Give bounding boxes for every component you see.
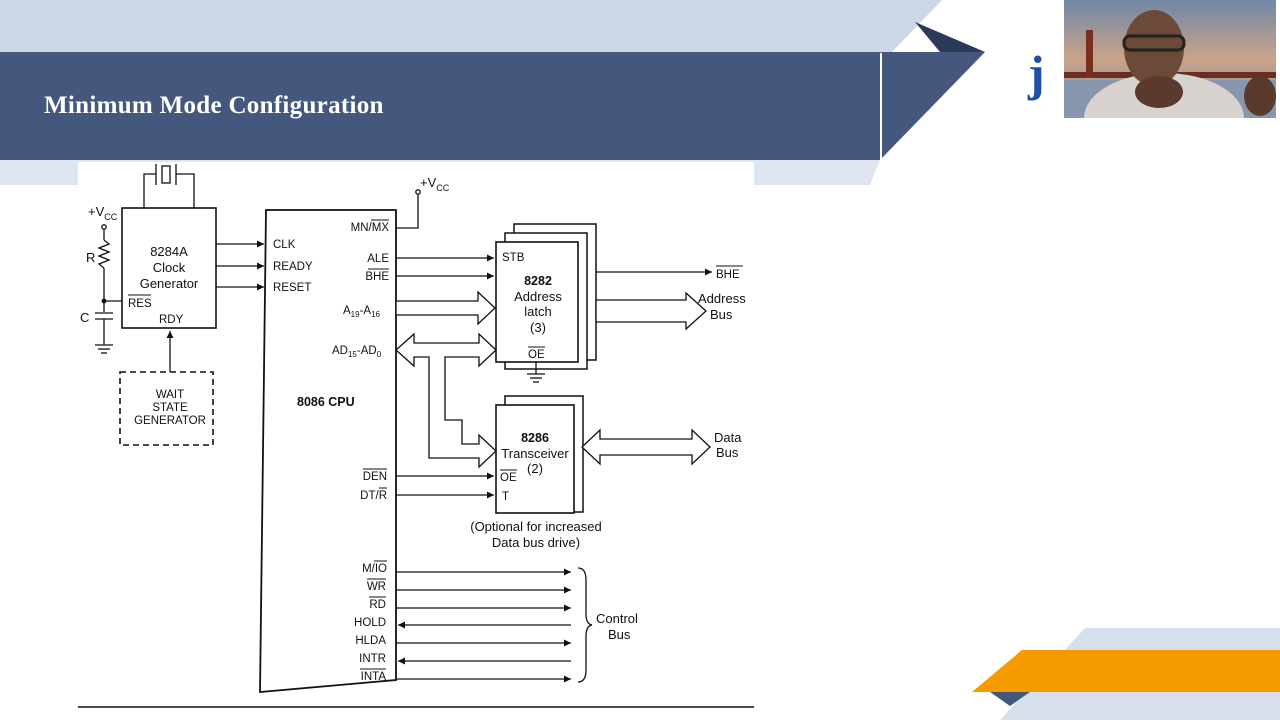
cpu-reset-pin: RESET	[273, 282, 311, 294]
left-vcc-label: +VCC	[88, 204, 118, 222]
clock-generator-name: 8284A	[150, 244, 188, 259]
logo: j	[1028, 48, 1068, 100]
corner-orange-band	[972, 650, 1280, 692]
clock-res-pin: RES	[128, 298, 152, 310]
presenter-hand	[1135, 76, 1183, 108]
data-bus-arrow	[581, 428, 711, 466]
optional-note-line1: (Optional for increased	[470, 519, 602, 534]
optional-note-line2: Data bus drive)	[492, 535, 580, 550]
logo-glyph: j	[1028, 45, 1045, 101]
address-bus-line2: Bus	[710, 307, 733, 322]
control-bus-line2: Bus	[608, 627, 631, 642]
top-vcc-label: +VCC	[420, 175, 450, 193]
latch-stb-pin: STB	[502, 252, 525, 264]
mnmx-vcc-wire	[396, 189, 421, 229]
address-latch-block	[495, 241, 579, 363]
transceiver-name: 8286	[521, 431, 549, 445]
cpu-dtr-pin: DT/R	[360, 490, 387, 502]
cpu-den-pin: DEN	[363, 471, 387, 483]
presenter-glasses	[1122, 34, 1186, 52]
clock-generator-block	[121, 207, 217, 329]
address-high-bus-arrow	[395, 290, 496, 326]
cpu-ale-pin: ALE	[367, 253, 389, 265]
resistor-label: R	[86, 250, 95, 265]
data-bus-line1: Data	[714, 430, 742, 445]
transceiver-t-pin: T	[502, 491, 509, 503]
wait-state-generator-block	[119, 371, 214, 446]
transceiver-count: (2)	[527, 461, 543, 476]
header-light-band	[0, 0, 942, 52]
cpu-address-pins: A19-A16	[343, 305, 381, 319]
data-bus-line2: Bus	[716, 445, 739, 460]
latch-line3: latch	[524, 304, 551, 319]
transceiver-oe-pin: OE	[500, 472, 517, 484]
cpu-name: 8086 CPU	[297, 395, 355, 409]
address-bus-output-arrow	[595, 291, 707, 331]
presenter-video-frame	[1064, 0, 1276, 118]
minimum-mode-block-diagram: 8284A Clock Generator RES RDY +VCC R C W…	[78, 162, 754, 716]
address-bus-line1: Address	[698, 291, 746, 306]
cpu-ready-pin: READY	[273, 261, 313, 273]
presenter-head	[1124, 10, 1184, 86]
reset-junction-dot	[101, 298, 107, 304]
cpu-mnmx-pin: MN/MX	[351, 222, 390, 234]
clock-rdy-pin: RDY	[159, 314, 184, 326]
cpu-clk-pin: CLK	[273, 239, 296, 251]
clock-generator-line2: Clock	[153, 260, 186, 275]
cpu-inta-pin: INTA	[361, 671, 387, 683]
latch-name: 8282	[524, 274, 552, 288]
cpu-hold-pin: HOLD	[354, 617, 386, 629]
corner-dark-sliver	[990, 692, 1030, 706]
cpu-rd-pin: RD	[369, 599, 386, 611]
cpu-block	[259, 209, 397, 693]
header-dark-arrow	[915, 22, 985, 52]
transceiver-line2: Transceiver	[501, 446, 569, 461]
transceiver-block	[495, 404, 575, 514]
webcam-bridge-tower	[1086, 30, 1093, 78]
cpu-hlda-pin: HLDA	[355, 635, 386, 647]
clock-generator-line3: Generator	[140, 276, 199, 291]
multiplexed-ad-bus	[395, 332, 497, 469]
slide-title: Minimum Mode Configuration	[44, 92, 384, 119]
presenter-other-hand	[1244, 76, 1276, 116]
cpu-bhe-pin: BHE	[365, 271, 389, 283]
presenter-webcam-video	[1064, 0, 1276, 118]
crystal-oscillator	[143, 164, 195, 208]
cpu-ad-pins: AD15-AD0	[332, 345, 382, 359]
control-bus-line1: Control	[596, 611, 638, 626]
control-bus-brace	[577, 567, 593, 683]
latch-count: (3)	[530, 320, 546, 335]
latch-oe-ground	[527, 362, 545, 383]
reset-rc-network	[95, 224, 122, 354]
cpu-wr-pin: WR	[367, 581, 386, 593]
wait-state-line3: GENERATOR	[134, 415, 206, 427]
latch-oe-pin: OE	[528, 349, 545, 361]
latch-line2: Address	[514, 289, 562, 304]
capacitor-label: C	[80, 310, 89, 325]
wait-state-line1: WAIT	[156, 389, 184, 401]
cpu-intr-pin: INTR	[359, 653, 386, 665]
bhe-output-label: BHE	[716, 269, 740, 281]
wait-state-line2: STATE	[152, 402, 188, 414]
cpu-mio-pin: M/IO	[362, 563, 387, 575]
header-dark-banner	[0, 52, 985, 160]
